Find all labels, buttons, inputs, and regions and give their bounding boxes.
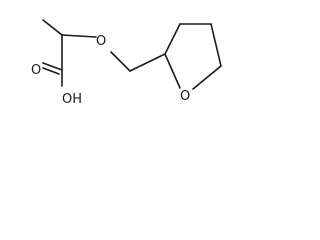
bond-ring-oxygen-to-carbon — [192, 65, 222, 90]
bond-ch-to-ether-oxygen — [61, 34, 97, 38]
hydroxyl-label: OH — [62, 92, 82, 107]
ring-oxygen-label: O — [180, 89, 190, 104]
carbonyl-oxygen-label: O — [31, 63, 41, 78]
bond-ring-carbon-to-carbon — [210, 23, 222, 67]
ether-oxygen-label: O — [96, 34, 106, 49]
bond-ch2-to-ring-carbon — [129, 53, 166, 72]
bond-carbonyl-primary — [42, 62, 63, 71]
bond-carbonyl-secondary — [42, 67, 60, 75]
bond-methyl-to-ch — [42, 19, 63, 36]
structure-diagram: O O O OH — [31, 19, 222, 107]
bond-ring-carbon-to-oxygen — [164, 53, 181, 89]
bond-ring-left — [164, 23, 181, 55]
bond-ether-oxygen-to-ch2 — [110, 51, 131, 72]
